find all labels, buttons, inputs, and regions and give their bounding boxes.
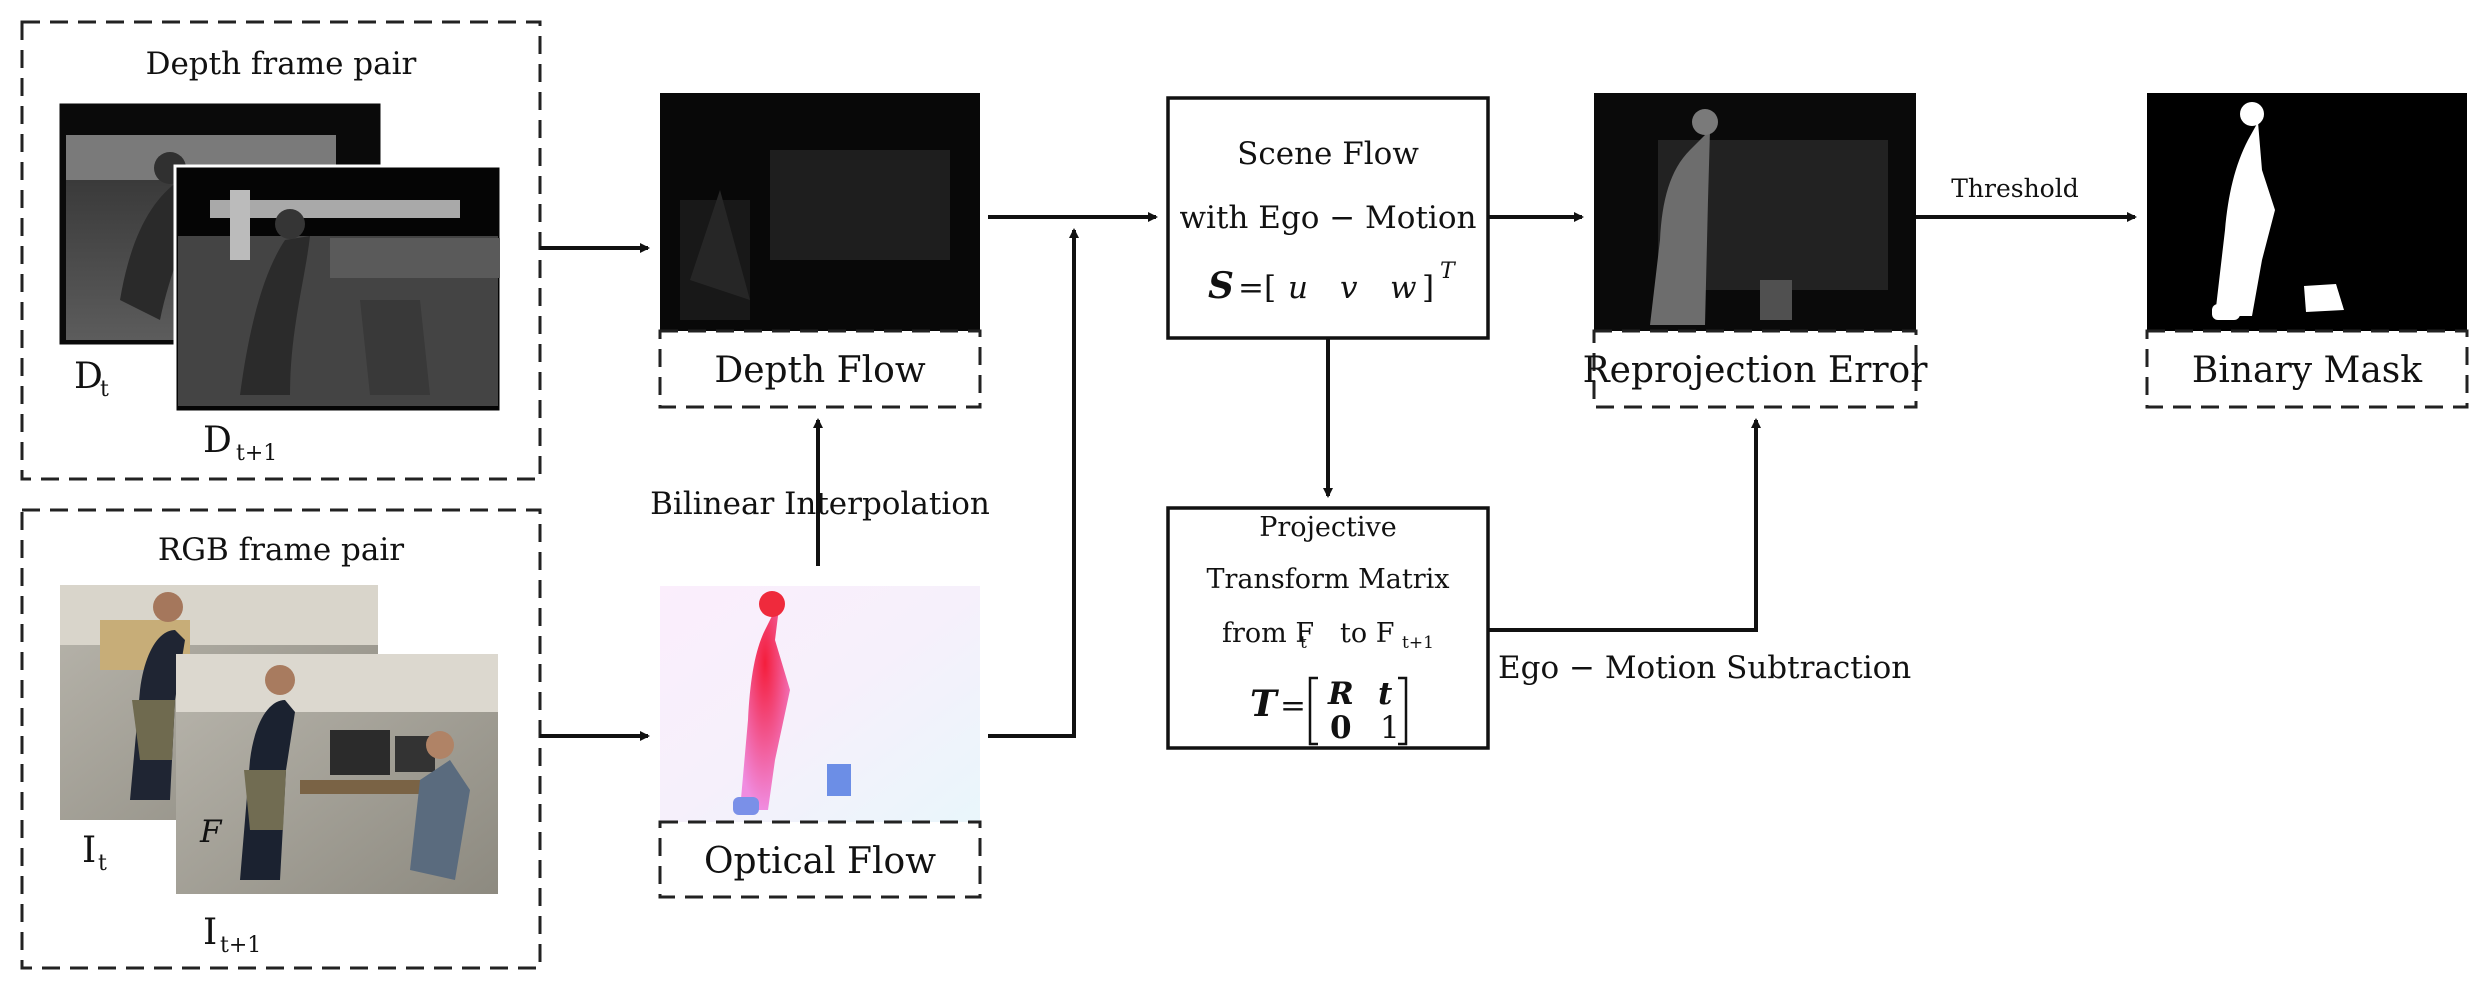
arrow-projective-to-reprojection [1488,418,1761,632]
scene-flow-eq-lbracket: [ [1264,270,1276,306]
rgb-frame-pair-group: RGB frame pair I t F I t+1 [20,508,542,970]
rgb-frame-pair-border [20,508,542,970]
reprojection-error-label: Reprojection Error [1583,350,1929,391]
scene-flow-eq-v: v [1340,270,1358,306]
connectors: Bilinear Interpolation Ego − Motion Subt… [540,174,2137,741]
optical-flow-label: Optical Flow [704,841,936,882]
depth-image-t1 [173,164,503,414]
projective-line2: Transform Matrix [1207,564,1450,595]
depth-t1-label-sub: t+1 [236,441,277,466]
depth-flow-label: Depth Flow [714,350,925,391]
arrow-optical-flow-to-scene-flow [988,228,1079,738]
depth-frame-pair-title: Depth frame pair [146,46,417,82]
bilinear-interpolation-label: Bilinear Interpolation [650,486,990,522]
depth-frame-pair-border [20,20,542,481]
matrix-m22: 1 [1380,710,1400,746]
depth-flow-node: Depth Flow [658,93,982,409]
projective-from-text: from F [1222,618,1314,649]
reprojection-error-node: Reprojection Error [1583,93,1929,409]
scene-flow-eq-equals: = [1238,270,1264,306]
matrix-m21: 0 [1330,710,1352,746]
optical-flow-node: Optical Flow [658,586,982,899]
reprojection-error-label-box [1592,329,1918,409]
depth-t1-label-base: D [203,420,232,461]
projective-from-sub: t [1300,633,1307,653]
ego-motion-subtraction-label: Ego − Motion Subtraction [1498,650,1911,686]
depth-t-label-base: D [74,356,103,397]
projective-to-text: to F [1340,618,1394,649]
binary-mask-label: Binary Mask [2192,350,2423,391]
scene-flow-node: Scene Flow with Ego − Motion S = [ u v w… [1166,96,1490,340]
threshold-label: Threshold [1951,174,2079,203]
projective-eq-lhs: T [1250,683,1279,725]
scene-flow-eq-w: w [1390,270,1417,306]
rgb-image-t1 [176,654,498,894]
depth-frame-pair-group: Depth frame pair D t D t+1 [20,20,542,481]
projective-transform-box [1166,506,1490,750]
scene-flow-eq-lhs: S [1208,265,1234,307]
rgb-t-label-sub: t [98,851,107,876]
optical-flow-image [660,586,980,822]
scene-flow-eq-rbracket: ] [1422,270,1434,306]
scene-flow-line2: with Ego − Motion [1180,200,1477,236]
rgb-t1-label-sub: t+1 [220,933,261,958]
matrix-right-bracket [1398,676,1408,746]
rgb-frame-pair-title: RGB frame pair [158,532,404,568]
matrix-m12: t [1378,676,1393,712]
projective-to-sub: t+1 [1402,633,1434,653]
projective-line3: from F t to F t+1 [1222,618,1434,653]
projective-equation: T = R t 0 1 [1250,676,1408,746]
depth-t-label-sub: t [100,377,109,402]
projective-line1: Projective [1259,512,1397,543]
rgb-inner-mark: F [199,814,223,850]
scene-flow-line1: Scene Flow [1237,136,1419,172]
rgb-t1-label-base: I [203,912,217,953]
matrix-left-bracket [1308,676,1318,746]
scene-flow-box [1166,96,1490,340]
scene-flow-eq-u: u [1288,270,1308,306]
projective-transform-node: Projective Transform Matrix from F t to … [1166,506,1490,750]
projective-eq-equals: = [1280,688,1306,724]
binary-mask-node: Binary Mask [2145,93,2469,409]
scene-flow-equation: S = [ u v w ] T [1208,259,1457,307]
scene-flow-eq-sup: T [1440,259,1457,284]
rgb-t-label-base: I [82,830,96,871]
matrix-m11: R [1327,676,1354,712]
